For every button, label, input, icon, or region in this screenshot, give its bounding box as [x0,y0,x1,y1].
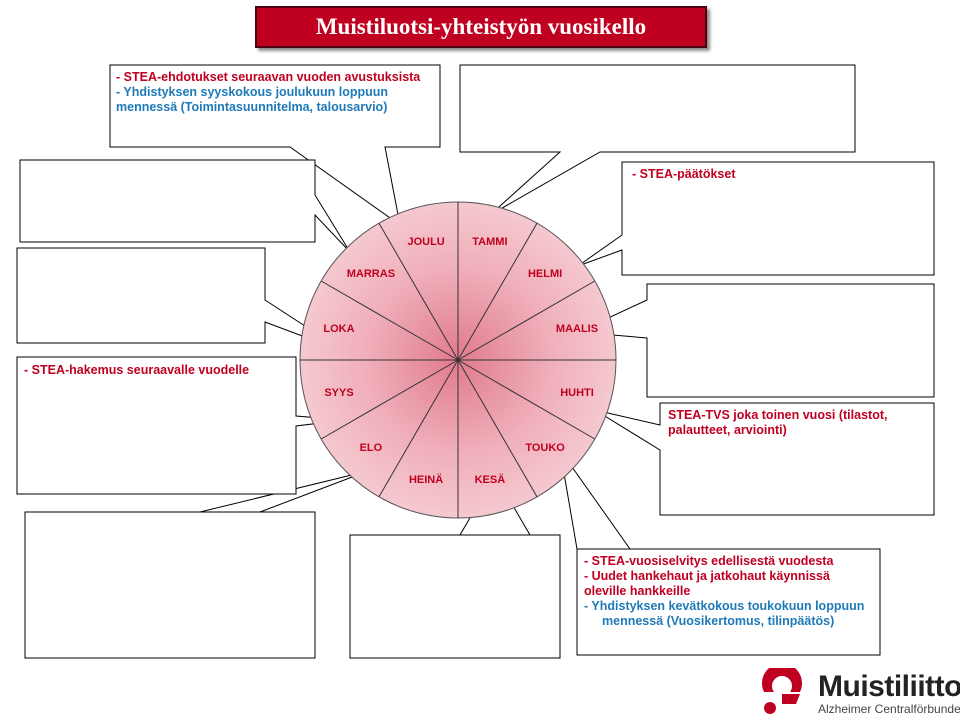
page-title: Muistiluotsi-yhteistyön vuosikello [315,14,647,39]
callout-text-touko: - STEA-vuosiselvitys edellisestä vuodest… [584,554,874,629]
callout-line: STEA-TVS joka toinen vuosi (tilastot, pa… [668,408,888,437]
callout-line: - STEA-vuosiselvitys edellisestä vuodest… [584,554,834,568]
wheel-spoke [320,280,459,361]
month-label-elo: ELO [360,442,383,454]
callout-huhti [594,402,935,516]
callout-text-helmi: - STEA-päätökset [632,167,927,182]
month-label-loka: LOKA [323,323,354,335]
callout-text-joulu: - STEA-ehdotukset seuraavan vuoden avust… [116,70,434,115]
month-label-syys: SYYS [324,387,353,399]
title-banner: Muistiluotsi-yhteistyön vuosikello [255,6,707,48]
logo-mark-icon [762,668,802,714]
month-label-touko: TOUKO [525,442,565,454]
wheel-spoke [457,280,596,361]
wheel-spoke [457,359,596,440]
wheel-spoke [320,359,459,440]
month-label-kesä: KESÄ [475,473,506,486]
callout-line: - Yhdistyksen syyskokous joulukuun loppu… [116,85,389,114]
callout-elo [24,470,369,659]
wheel-spoke [378,222,459,361]
callout-text-syys: - STEA-hakemus seuraavalle vuodelle [24,363,289,378]
callout-maalis [576,283,935,398]
callout-line: - STEA-ehdotukset seuraavan vuoden avust… [116,70,421,84]
month-label-heinä: HEINÄ [409,473,443,486]
callout-helmi [577,161,935,276]
callout-line: - Uudet hankehaut ja jatkohaut käynnissä… [584,569,830,598]
month-label-joulu: JOULU [407,236,444,248]
wheel-spoke [457,359,538,498]
month-label-marras: MARRAS [347,268,395,280]
callout-marras [19,159,351,253]
month-label-maalis: MAALIS [556,323,598,335]
logo-wordmark: Muistiliitto [818,670,960,703]
callout-tammi [459,64,856,216]
callout-touko [559,449,881,656]
callout-loka [16,247,346,353]
callout-line: - Yhdistyksen kevätkokous toukokuun lopp… [584,599,865,628]
wheel-spoke [378,359,459,498]
wheel-spoke [457,222,538,361]
callout-text-huhti: STEA-TVS joka toinen vuosi (tilastot, pa… [668,408,926,438]
month-label-tammi: TAMMI [472,236,507,248]
month-label-helmi: HELMI [528,268,562,280]
callout-kesa [349,474,561,659]
callout-joulu [109,64,441,227]
callout-line: - STEA-hakemus seuraavalle vuodelle [24,363,250,377]
muistiliitto-logo: Muistiliitto Alzheimer Centralförbundet [756,668,960,718]
logo-subtitle: Alzheimer Centralförbundet [818,702,960,716]
month-label-huhti: HUHTI [560,387,594,399]
callout-line: - STEA-päätökset [632,167,736,181]
